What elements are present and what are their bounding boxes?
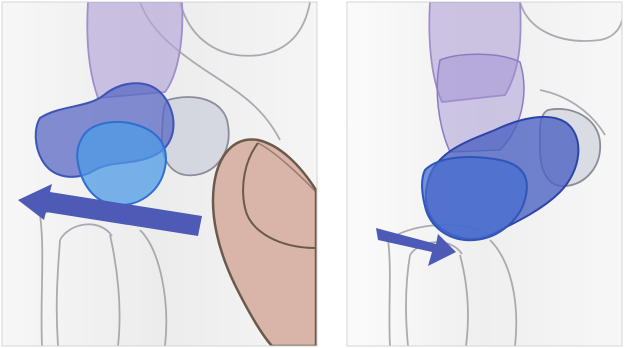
panel-divider — [318, 2, 346, 346]
right-panel — [347, 2, 622, 346]
left-panel — [2, 2, 317, 346]
left-light-blue-bone — [77, 122, 166, 205]
